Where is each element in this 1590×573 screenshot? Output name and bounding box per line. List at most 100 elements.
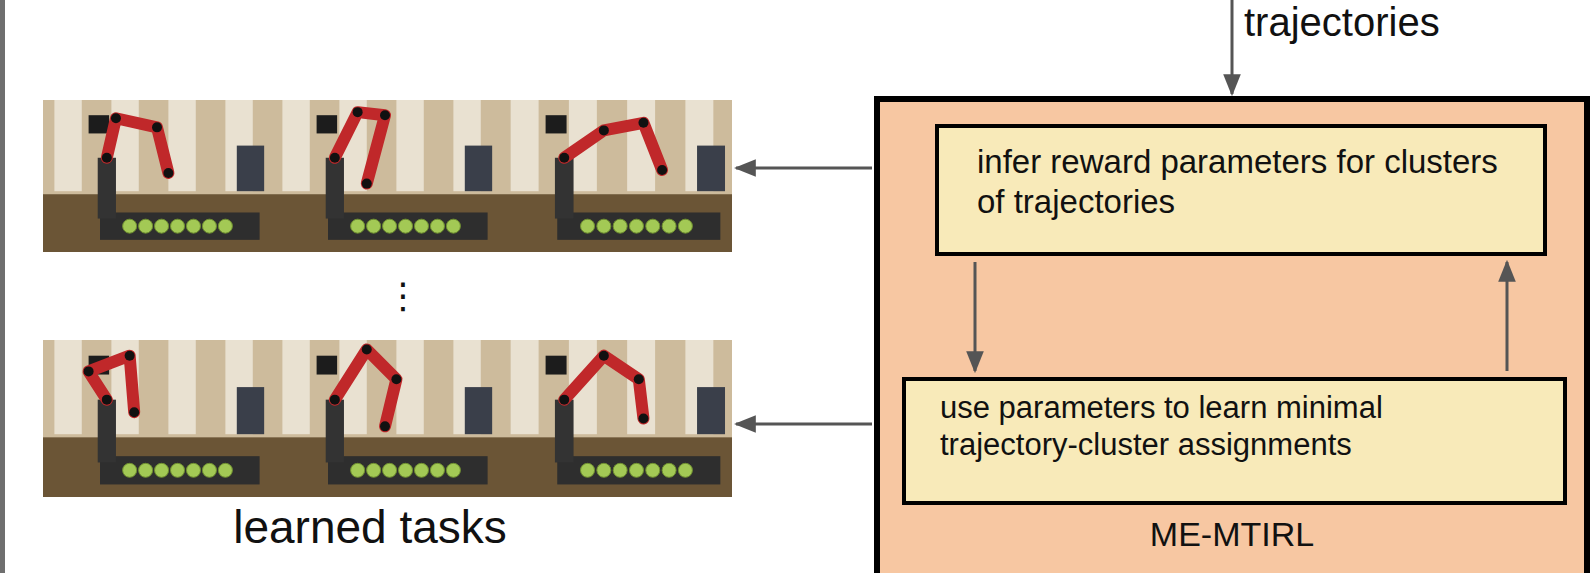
page-edge-bar [0, 0, 5, 573]
photo-wall [43, 340, 271, 497]
robot-photo [271, 100, 499, 252]
photo-apple [171, 463, 185, 477]
robot-photo [499, 100, 732, 252]
robot-joint [391, 374, 401, 384]
photo-apple [351, 219, 365, 233]
photo-curtain [54, 100, 81, 191]
photo-apple [629, 219, 643, 233]
photo-apple [430, 219, 444, 233]
robot-screen [546, 356, 567, 375]
photo-conveyor [100, 212, 260, 239]
photo-monitor [465, 146, 492, 192]
process-box: infer reward parameters for clusters of … [935, 124, 1547, 256]
robot-joint [657, 165, 667, 175]
photo-apple [218, 219, 232, 233]
photo-apple [123, 219, 137, 233]
robot-photo [43, 340, 271, 497]
robot-screen [317, 356, 338, 375]
robot-photo [43, 100, 271, 252]
photo-apple [646, 219, 660, 233]
photo-apple [383, 219, 397, 233]
robot-joint [163, 168, 173, 178]
photo-apple [629, 463, 643, 477]
robot-joint [638, 118, 648, 128]
photo-conveyor [100, 456, 260, 484]
photo-apple [399, 463, 413, 477]
photo-monitor [697, 146, 725, 192]
robot-photo [271, 340, 499, 497]
robot-joint [111, 113, 121, 123]
robot-joint [599, 125, 609, 135]
box-text: use parameters to learn minimal trajecto… [940, 389, 1420, 463]
photo-curtain [282, 100, 309, 191]
ellipsis-mark: ⋮ [385, 276, 421, 316]
robot-arm [107, 118, 169, 173]
robot-joint [353, 107, 363, 117]
output-label: learned tasks [140, 502, 600, 553]
photo-wall [271, 100, 499, 252]
robot-arm [335, 349, 397, 426]
robot-joint [102, 395, 112, 405]
input-label: trajectories [1244, 0, 1440, 44]
photo-curtain [168, 100, 195, 191]
robot-screen [317, 115, 338, 133]
photo-apple [139, 219, 153, 233]
robot-joint [638, 414, 648, 424]
photo-apple [662, 219, 676, 233]
robot-joint [559, 395, 569, 405]
flow-arrow [736, 167, 872, 170]
robot-joint [84, 366, 94, 376]
photo-table [499, 194, 732, 252]
photo-apple [662, 463, 676, 477]
robot-joint [559, 153, 569, 163]
photo-apple [414, 463, 428, 477]
flow-arrow [736, 423, 872, 426]
robot-joint [152, 122, 162, 132]
photo-monitor [465, 387, 492, 434]
robot-joint [380, 110, 390, 120]
photo-apple [367, 219, 381, 233]
module-title: ME-MTIRL [880, 514, 1584, 555]
photo-wall [271, 340, 499, 497]
module-box: ME-MTIRL infer reward parameters for clus… [874, 96, 1590, 573]
photo-apple [581, 463, 595, 477]
photo-wall [499, 100, 732, 252]
photo-apple [597, 219, 611, 233]
photo-apple [613, 219, 627, 233]
photo-conveyor [328, 456, 488, 484]
photo-curtain [396, 100, 423, 191]
photo-apple [155, 219, 169, 233]
robot-joint [102, 153, 112, 163]
photo-curtain [282, 340, 309, 434]
photo-apple [202, 463, 216, 477]
robot-joint [330, 395, 340, 405]
robot-joint [125, 351, 135, 361]
photo-apple [367, 463, 381, 477]
robot-base [555, 400, 574, 463]
photo-apple [581, 219, 595, 233]
robot-screen [546, 115, 567, 133]
photo-apple [597, 463, 611, 477]
photo-apple [155, 463, 169, 477]
robot-arm [89, 356, 135, 413]
photo-apple [383, 463, 397, 477]
photo-apple [678, 463, 692, 477]
photo-apple [186, 219, 200, 233]
photo-table [43, 437, 271, 497]
robot-base [326, 158, 344, 219]
robot-joint [634, 374, 644, 384]
robot-joint [362, 344, 372, 354]
photo-apple [202, 219, 216, 233]
flow-arrow [974, 262, 977, 371]
photo-table [271, 437, 499, 497]
flow-arrow [1231, 0, 1234, 94]
photo-apple [430, 463, 444, 477]
photo-apple [139, 463, 153, 477]
photo-monitor [697, 387, 725, 434]
photo-curtain [511, 340, 539, 434]
photo-apple [351, 463, 365, 477]
photo-wall [43, 100, 271, 252]
photo-monitor [237, 387, 264, 434]
photo-apple [218, 463, 232, 477]
photo-apple [446, 219, 460, 233]
